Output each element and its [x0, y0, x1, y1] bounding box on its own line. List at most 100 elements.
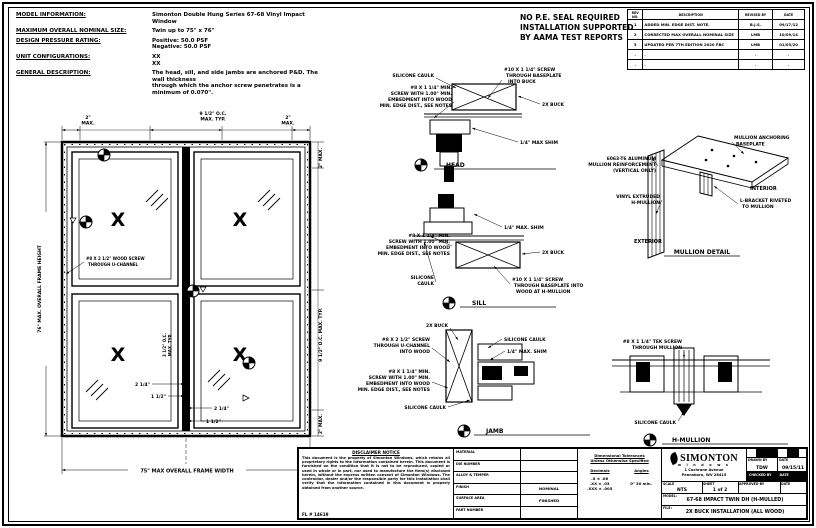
section-title-h-mullion: H-MULLION: [672, 437, 710, 444]
rev-by: LMB: [737, 39, 774, 50]
label-tek-screw: #8 X 1 1/4" TEK SCREW: [623, 339, 682, 345]
drawn-by-row: DRAWN BY TDW DATE 09/15/11: [747, 458, 808, 472]
head-section: SILICONE CAULK #10 X 1 1/4" SCREW THROUG…: [380, 67, 565, 182]
note-value: Simonton Double Hung Series 67-68 Vinyl …: [152, 12, 305, 25]
spec-value: FINISHED: [520, 495, 577, 506]
spec-fields: MATERIAL DIE NUMBER ALLOY & TEMPER FINIS…: [454, 449, 578, 518]
sheet-label: SHEET: [703, 482, 715, 486]
note-value: XX XX: [152, 53, 161, 67]
dim-label: 2 1/4": [135, 382, 150, 388]
label-anchor-screw: EMBEDMENT INTO WOOD: [388, 97, 452, 103]
revision-table: REV NO. DESCRIPTION REVISED BY DATE 1 AD…: [626, 9, 805, 70]
label-reinforcement: MULLION REINFORCEMENT: [588, 162, 657, 168]
label-anchor-screw: EMBEDMENT INTO WOOD: [386, 245, 450, 251]
label-silicone-caulk: SILICONE CAULK: [404, 405, 446, 411]
label-2x-buck: 2X BUCK: [542, 250, 565, 256]
label-anchoring-baseplate: MULLION ANCHORING: [734, 135, 790, 141]
label-uchannel-screw: #8 X 2 1/2" SCREW: [382, 337, 430, 343]
dim-label: 1 1/2": [151, 394, 166, 400]
dim-label: MAX.: [81, 121, 94, 127]
revision-header-row: REV NO. DESCRIPTION REVISED BY DATE: [626, 9, 805, 20]
pe-note-line: INSTALLATION SUPPORTED: [520, 23, 634, 33]
rev-no: .: [626, 49, 644, 60]
label-tek-screw: THROUGH MULLION: [632, 345, 682, 351]
spec-value: [520, 460, 577, 471]
rev-desc: .: [642, 49, 739, 60]
sheet-border-inner: [8, 7, 810, 522]
approved-by-label: APPROVED BY: [739, 482, 765, 486]
file-label: FILE:: [663, 506, 672, 510]
drawing-number-strip: [747, 449, 808, 458]
model-label: MODEL:: [663, 494, 678, 498]
pe-seal-note: NO P.E. SEAL REQUIRED INSTALLATION SUPPO…: [520, 13, 634, 43]
spec-row: FINISH NOMINAL: [454, 483, 577, 495]
dim-label-height: 76" MAX. OVERALL FRAME HEIGHT: [37, 244, 43, 333]
label-vinyl-extruded: H-MULLION: [631, 200, 660, 206]
label-baseplate-screw: WOOD AT H-MULLION: [516, 289, 571, 295]
label-anchor-screw: MIN. EDGE DIST., SEE NOTES: [378, 251, 450, 257]
file-row: FILE: 2X BUCK INSTALLATION (ALL WOOD): [662, 506, 808, 518]
dim-left: [44, 141, 62, 437]
note-row: MAXIMUM OVERALL NOMINAL SIZE: Twin up to…: [16, 28, 331, 35]
revision-row: 3 UPDATED PER 7TH EDITION 2020 FBC LMB 0…: [626, 39, 805, 50]
section-title-sill: SILL: [472, 300, 486, 307]
label-anchor-screw: #8 X 1 1/4" MIN.: [410, 85, 452, 91]
label-anchor-screw: #8 X 1 1/4" MIN.: [388, 369, 430, 375]
note-label: MAXIMUM OVERALL NOMINAL SIZE:: [16, 28, 127, 35]
label-silicone-caulk: SILICONE: [411, 275, 434, 281]
revision-row: . . . .: [626, 59, 805, 70]
label-anchor-screw: SCREW WITH 1.00" MIN.: [391, 91, 453, 97]
note-value: Twin up to 75" x 76": [152, 28, 215, 35]
note-label: GENERAL DESCRIPTION:: [16, 70, 91, 77]
col-header: REVISED BY: [737, 9, 774, 20]
label-anchor-screw: SCREW WITH 1.00" MIN.: [389, 239, 451, 245]
label-anchor-screw: MIN. EDGE DIST., SEE NOTES: [380, 103, 452, 109]
model-notes: MODEL INFORMATION: Simonton Double Hung …: [16, 12, 331, 100]
spec-value: [520, 472, 577, 483]
label-anchor-screw: MIN. EDGE DIST., SEE NOTES: [358, 387, 430, 393]
revision-row: 1 ADDED MIN. EDGE DIST. NOTE. B.J.S. 09/…: [626, 19, 805, 30]
label-uchannel-screw: INTO WOOD: [400, 349, 431, 355]
rev-by: .: [737, 59, 774, 70]
checked-by-band: CHECKED BY DATE: [747, 472, 808, 482]
disclaimer-heading: DISCLAIMER NOTICE: [352, 450, 400, 455]
spec-row: PART NUMBER: [454, 506, 577, 518]
col-header: DESCRIPTION: [642, 9, 739, 20]
scale-value: NTS: [676, 488, 688, 493]
rev-no: 3: [626, 39, 644, 50]
label-2x-buck: 2X BUCK: [426, 323, 449, 329]
fl-approval-number: FL # 14619: [302, 512, 329, 517]
dim-mullion: [152, 382, 212, 464]
spec-label: ALLOY & TEMPER: [456, 473, 489, 477]
dim-label: MAX.: [281, 121, 294, 127]
tolerance-decimal: .XX ± .03: [589, 481, 610, 486]
dim-label: 2": [285, 115, 290, 121]
label-anchor-screw: EMBEDMENT INTO WOOD: [366, 381, 430, 387]
tolerance-heading: Dimensional Tolerances: [594, 453, 645, 458]
label-anchor-screw: SCREW WITH 1.00" MIN.: [369, 375, 431, 381]
dim-label: 3 1/2" O.C.: [162, 333, 167, 357]
rev-by: LMB: [737, 29, 774, 40]
note-label: DESIGN PRESSURE RATING:: [16, 37, 101, 44]
pe-note-line: NO P.E. SEAL REQUIRED: [520, 13, 620, 22]
jamb-section: 2X BUCK #8 X 2 1/2" SCREW THROUGH U-CHAN…: [358, 323, 590, 438]
tolerance-heading: Unless Otherwise Specified: [590, 458, 649, 463]
label-vinyl-extruded: VINYL EXTRUDED: [616, 194, 660, 200]
dim-label: 9 1/2" O.C.: [200, 111, 227, 117]
note-value: The head, sill, and side jambs are ancho…: [152, 70, 318, 96]
rev-desc: .: [642, 59, 739, 70]
label-silicone-caulk: SILICONE CAULK: [634, 420, 676, 426]
spec-label: DIE NUMBER: [456, 461, 481, 466]
tolerance-col-angles: Angles: [634, 468, 649, 473]
dim-label: 1 1/2": [206, 419, 221, 425]
note-value: Positive: 50.0 PSF Negative: 50.0 PSF: [152, 37, 212, 51]
spec-value: [520, 506, 577, 518]
dim-right: [312, 141, 324, 437]
drawn-date-label: DATE: [779, 458, 789, 462]
drawn-date-value: 09/15/11: [781, 466, 805, 471]
sill-section: 1/4" MAX. SHIM #8 X 1 1/4" MIN. SCREW WI…: [378, 194, 584, 310]
brand-sub: w i n d o w s: [677, 462, 731, 467]
glass-hatch: [85, 189, 281, 401]
rev-date: 10/09/14: [772, 29, 805, 40]
